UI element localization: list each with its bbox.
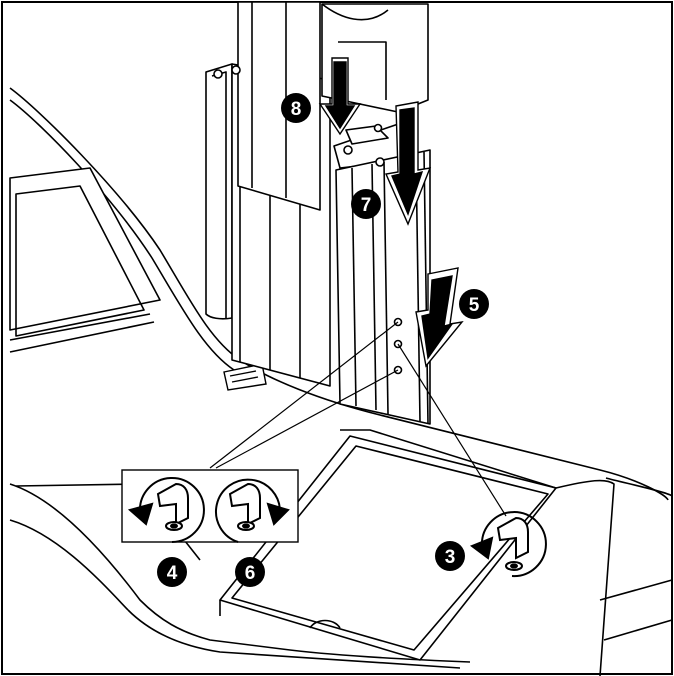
step-callout-5: 5 — [459, 289, 489, 319]
base-surface — [9, 87, 673, 676]
down-arrow-icon — [415, 267, 464, 368]
rotate-ccw-icon — [469, 511, 547, 578]
step-callout-3: 3 — [435, 541, 465, 571]
step-number: 4 — [167, 563, 178, 584]
step-callout-6: 6 — [235, 557, 265, 587]
step-number: 6 — [245, 563, 256, 584]
rotate-cw-icon — [215, 478, 290, 543]
step-number: 3 — [445, 547, 456, 568]
step-callout-4: 4 — [157, 557, 187, 587]
step-number: 8 — [291, 99, 302, 120]
down-arrow-icon — [318, 57, 362, 136]
down-arrow-icon — [384, 101, 432, 226]
base-connector — [223, 363, 267, 391]
step-number: 7 — [361, 195, 372, 216]
step-callout-8: 8 — [281, 93, 311, 123]
leader-lines — [209, 321, 507, 517]
step-callout-7: 7 — [351, 189, 381, 219]
column-assembly — [205, 1, 431, 425]
step-number: 5 — [469, 295, 480, 316]
rotate-ccw-icon — [127, 477, 205, 543]
